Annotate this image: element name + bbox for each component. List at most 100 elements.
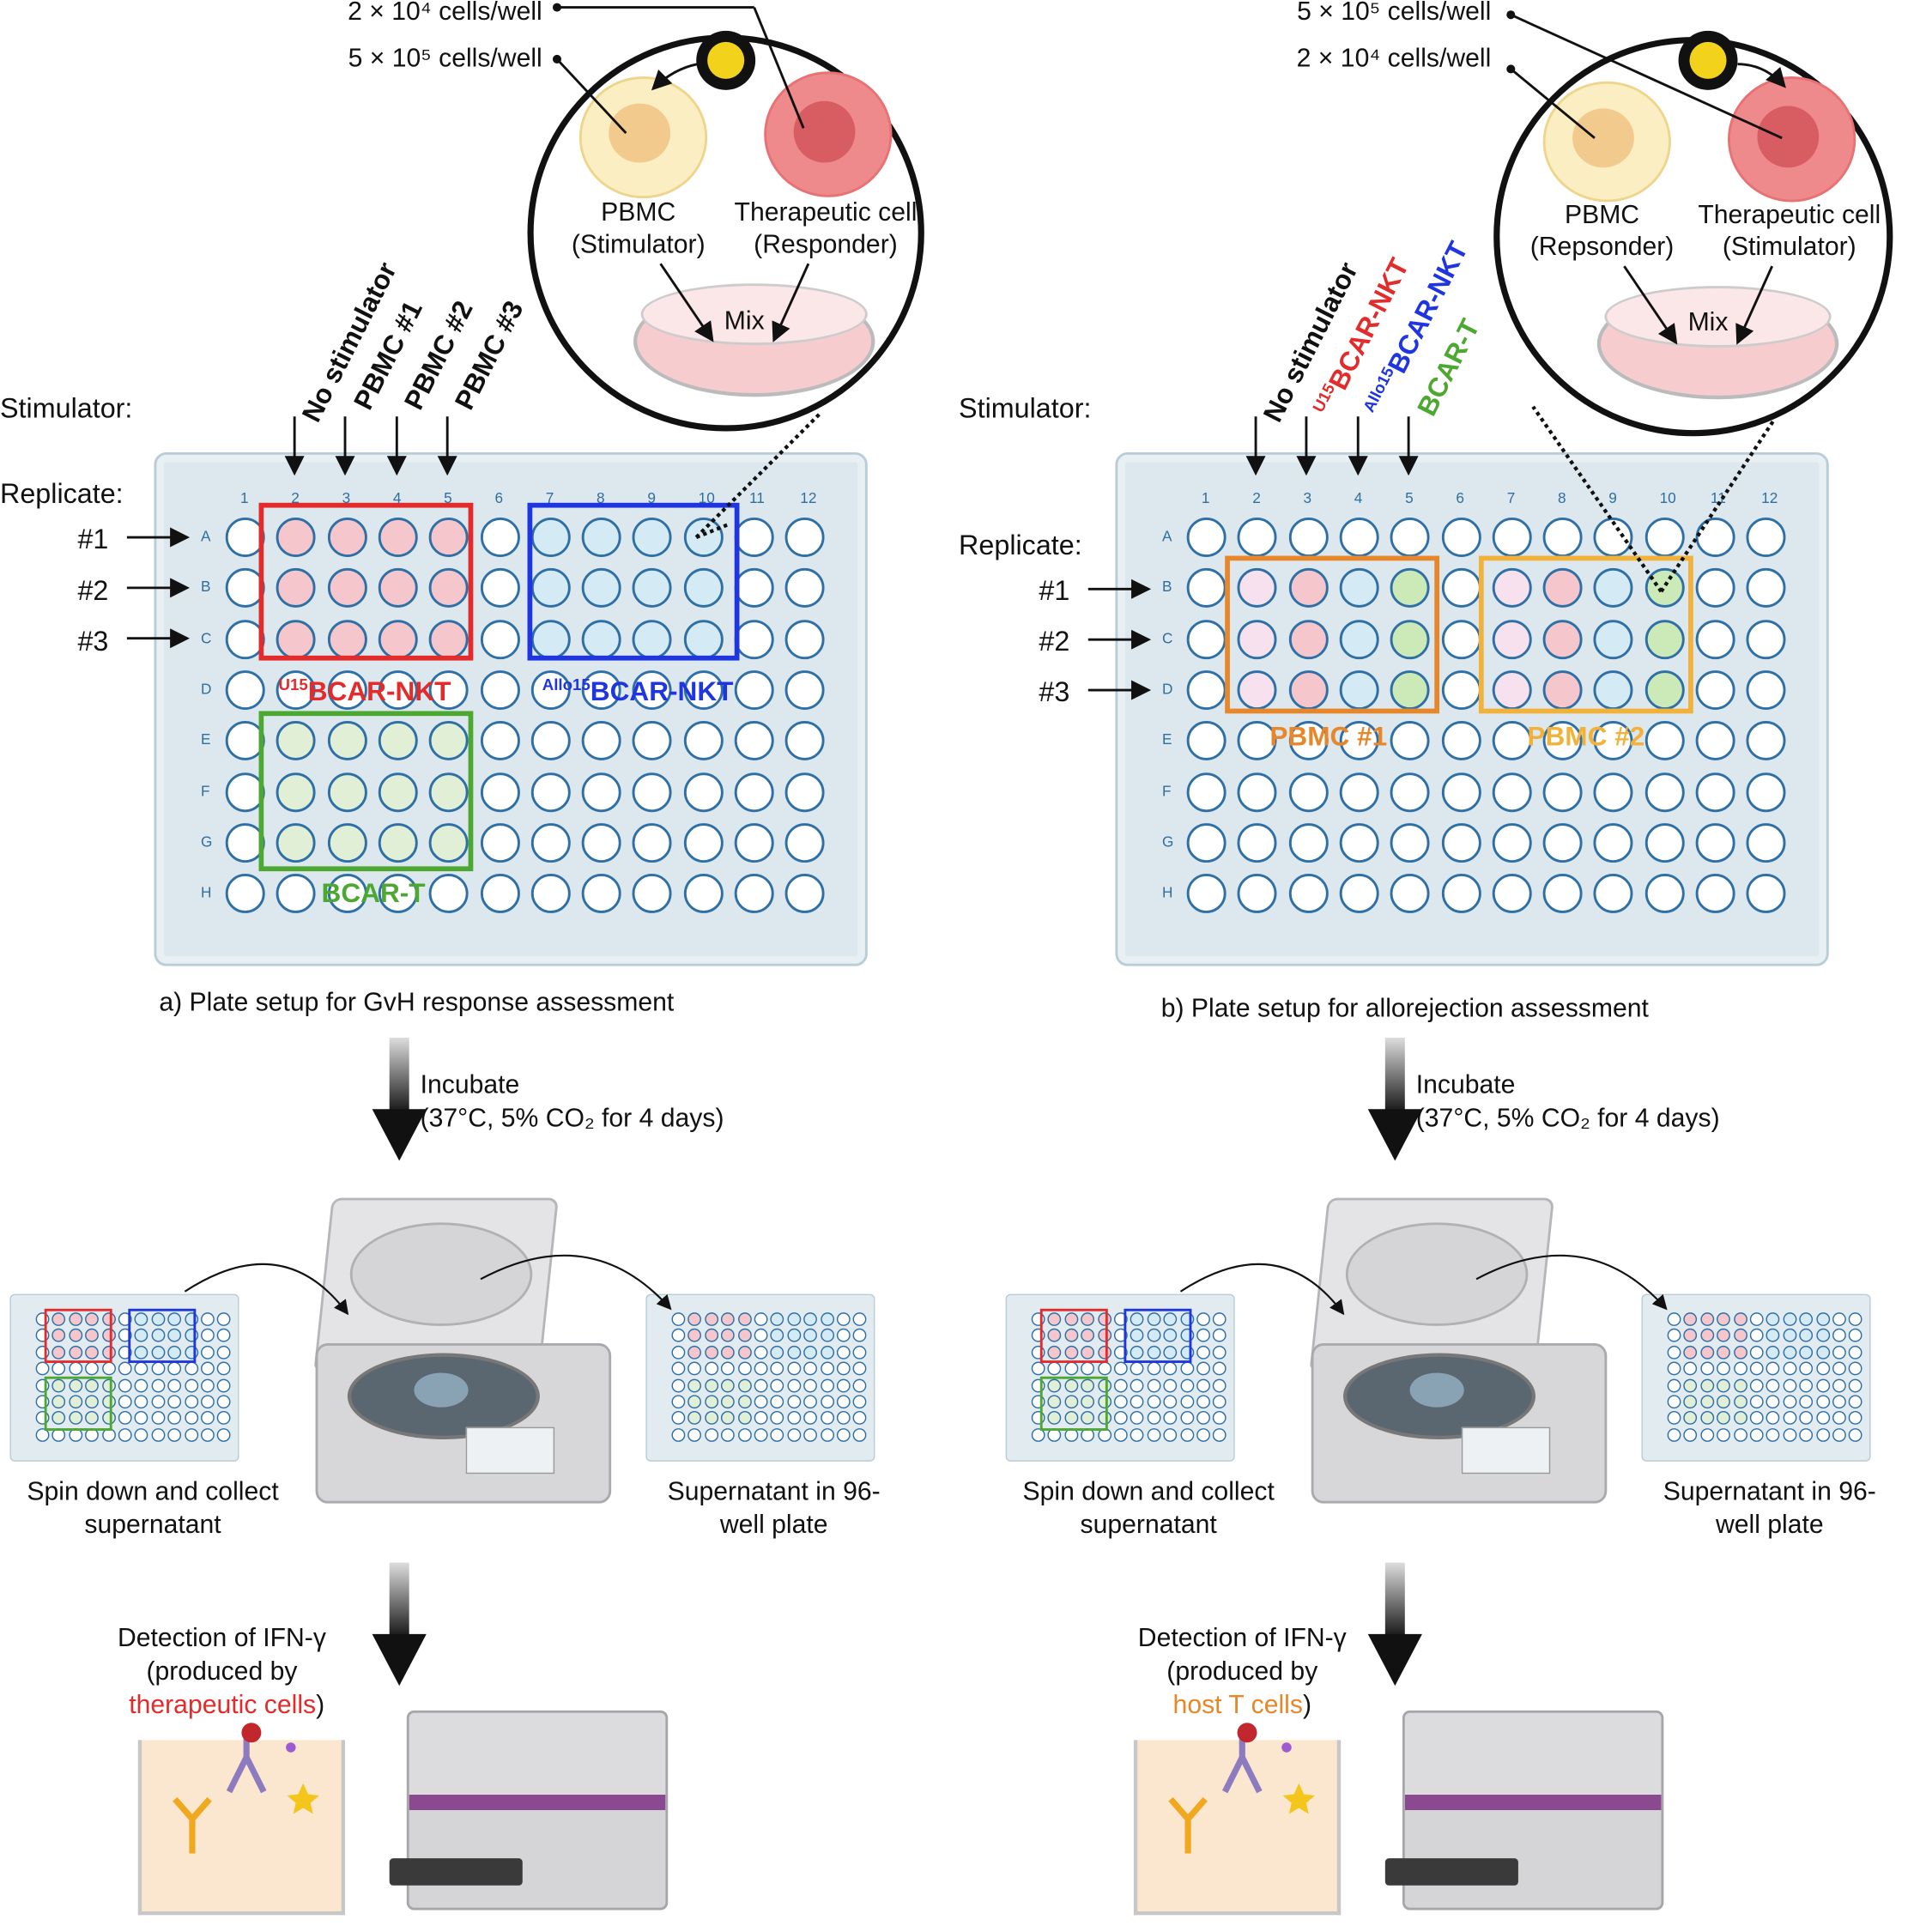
well-E12 (217, 1378, 232, 1392)
well-A3 (327, 518, 367, 557)
well-E4 (85, 1378, 100, 1392)
well-G4 (1717, 1411, 1731, 1426)
well-B8 (1783, 1329, 1797, 1343)
well-E9 (1799, 1378, 1814, 1392)
well-D3 (1288, 669, 1329, 710)
down-arrow-head-a-2 (372, 1633, 427, 1687)
group-label-pbmc2-b: PBMC #2 (1527, 720, 1645, 752)
well-A5 (1733, 1312, 1747, 1326)
well-H9 (167, 1427, 182, 1442)
well-F2 (1237, 772, 1277, 812)
column-number: 2 (1252, 489, 1261, 507)
well-D11 (1832, 1361, 1846, 1376)
curve-arrow-b-2 (1475, 1254, 1668, 1311)
well-C4 (85, 1345, 100, 1360)
down-arrow-b-1 (1384, 1037, 1405, 1114)
well-B5 (428, 568, 469, 609)
well-F4 (378, 772, 418, 812)
group-label-bcart-a: BCAR-T (321, 877, 426, 909)
signal-star-icon-b (1282, 1783, 1315, 1814)
well-C3 (69, 1345, 82, 1360)
well-A2 (1237, 518, 1277, 557)
substrate-icon (286, 1742, 296, 1753)
cell-left-label-1-a: PBMC (601, 198, 676, 227)
column-number: 1 (1201, 489, 1210, 507)
replicate-label-b: Replicate: (959, 530, 1082, 561)
well-F5 (1733, 1395, 1747, 1409)
well-E9 (633, 721, 673, 761)
well-F8 (581, 772, 621, 812)
well-A10 (820, 1312, 834, 1326)
well-C11 (1832, 1345, 1846, 1360)
well-B3 (1064, 1329, 1079, 1343)
well-G5 (1733, 1411, 1747, 1426)
row-letter: E (1161, 730, 1172, 748)
well-H7 (1492, 874, 1532, 914)
well-E3 (327, 721, 367, 761)
row-letter: G (1161, 833, 1174, 851)
well-G1 (1186, 822, 1226, 863)
well-H7 (770, 1427, 784, 1442)
well-D10 (683, 669, 724, 710)
well-G10 (1644, 822, 1685, 863)
well-F8 (787, 1395, 801, 1409)
well-E12 (1746, 721, 1786, 761)
row-letter: G (201, 833, 213, 851)
well-G8 (1147, 1411, 1161, 1426)
well-F2 (276, 772, 316, 812)
well-G2 (687, 1411, 702, 1426)
well-A12 (853, 1312, 867, 1326)
row-letter: D (1161, 680, 1173, 698)
well-B8 (1147, 1329, 1161, 1343)
enzyme-icon-b (1237, 1723, 1257, 1743)
well-G11 (201, 1411, 215, 1426)
substrate-icon-b (1281, 1742, 1292, 1753)
well-A4 (1717, 1312, 1731, 1326)
well-C11 (201, 1345, 215, 1360)
well-B4 (1339, 568, 1379, 609)
well-B3 (327, 568, 367, 609)
antibody-icon (173, 1796, 212, 1854)
detect-3-b: host T cells) (1173, 1691, 1311, 1720)
well-A1 (1186, 518, 1226, 557)
leader-a-2-dot (552, 54, 562, 64)
centrifuge-rotor-icon (414, 1372, 469, 1408)
well-B4 (1081, 1329, 1095, 1343)
well-G8 (581, 822, 621, 863)
column-number: 5 (444, 489, 452, 507)
well-E7 (1130, 1378, 1144, 1392)
well-G6 (118, 1411, 132, 1426)
well-H11 (1695, 874, 1735, 914)
well-F7 (1130, 1395, 1144, 1409)
super-1-b: Supernatant in 96- (1663, 1477, 1876, 1506)
well-B11 (1196, 1329, 1210, 1343)
well-B10 (683, 568, 724, 609)
well-A4 (85, 1312, 100, 1326)
well-H6 (1749, 1427, 1764, 1442)
well-H2 (687, 1427, 702, 1442)
well-B1 (1667, 1329, 1681, 1343)
well-H3 (327, 874, 367, 914)
well-E3 (1288, 721, 1329, 761)
well-F7 (1766, 1395, 1780, 1409)
leader-b-2 (1510, 68, 1596, 139)
well-C4 (1081, 1345, 1095, 1360)
well-A1 (1667, 1312, 1681, 1326)
well-D9 (633, 669, 673, 710)
well-H5 (1733, 1427, 1747, 1442)
well-B11 (836, 1329, 851, 1343)
well-D8 (787, 1361, 801, 1376)
column-number: 7 (1506, 489, 1516, 507)
caption-b: b) Plate setup for allorejection assessm… (1160, 994, 1649, 1023)
well-D1 (1667, 1361, 1681, 1376)
well-D12 (1213, 1361, 1227, 1376)
well-F10 (683, 772, 724, 812)
column-number: 1 (239, 489, 249, 507)
well-A3 (1064, 1312, 1079, 1326)
well-F8 (1783, 1395, 1797, 1409)
column-number: 9 (1608, 489, 1617, 507)
therapeutic-nucleus-icon-b (1757, 106, 1820, 168)
incubate-1-b: Incubate (1415, 1070, 1516, 1099)
